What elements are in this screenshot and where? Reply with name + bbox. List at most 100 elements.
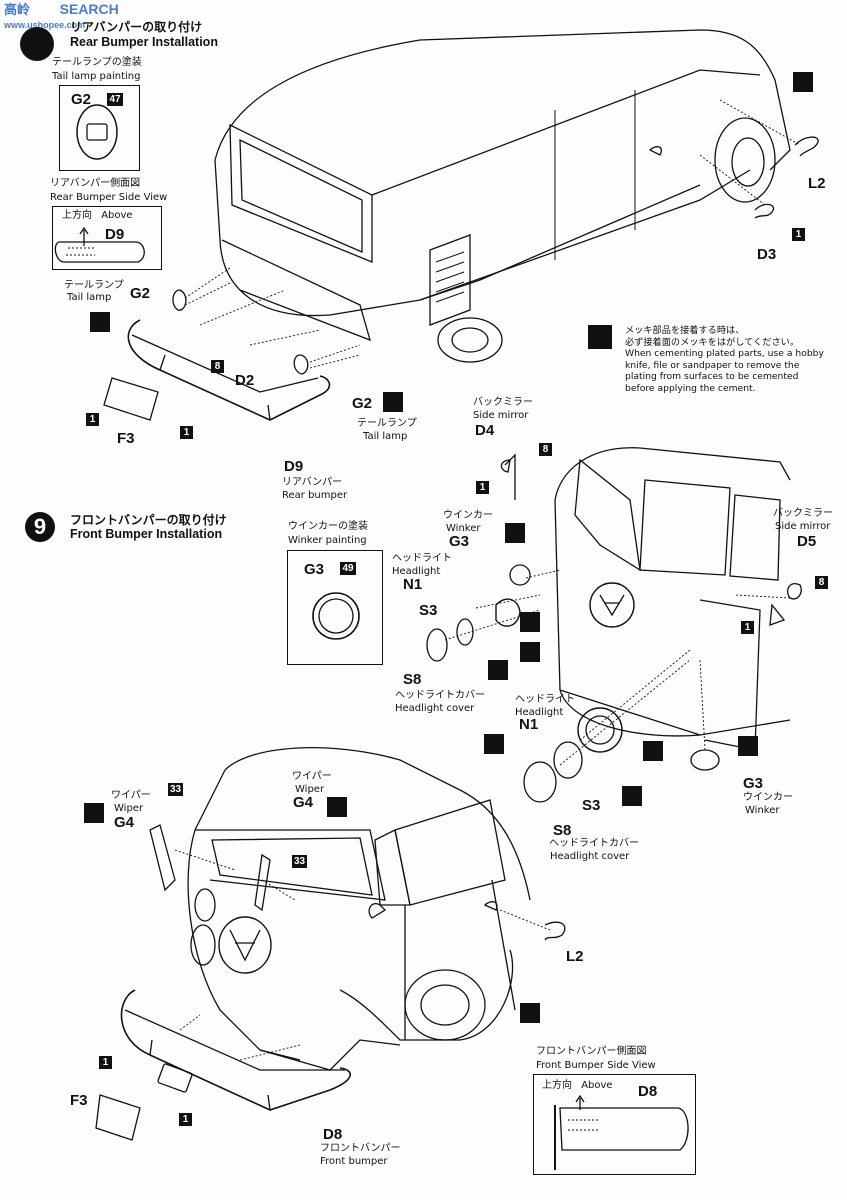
- badge-1-d4: 1: [476, 481, 489, 494]
- watermark-logo-text: 高岭: [4, 2, 31, 17]
- cement-icon-2: [383, 392, 403, 412]
- tail-paint-color-badge: 47: [107, 93, 123, 106]
- tail-paint-part: G2: [71, 91, 92, 108]
- tail-paint-label-en: Tail lamp painting: [52, 71, 141, 82]
- winker-label-en: Winker: [446, 523, 481, 534]
- badge-1-bumper-front: 1: [179, 1113, 192, 1126]
- front-side-part: D8: [638, 1083, 658, 1100]
- badge-8-d4: 8: [539, 443, 552, 456]
- note-en-4: before applying the cement.: [625, 382, 756, 394]
- winker2-label-jp: ウインカー: [743, 792, 793, 803]
- cement-icon-note: [588, 325, 612, 349]
- part-d2: D2: [235, 372, 255, 389]
- rear-side-view-en: Rear Bumper Side View: [50, 192, 168, 203]
- tail-lamp-label2-en: Tail lamp: [363, 431, 408, 442]
- part-f3-front: F3: [70, 1092, 88, 1109]
- tail-lamp-label-jp: テールランプ: [64, 280, 124, 291]
- part-g4-right: G4: [293, 794, 314, 811]
- note-jp-1: メッキ部品を接着する時は、: [625, 325, 745, 336]
- badge-1-d5: 1: [741, 621, 754, 634]
- winker-paint-part: G3: [304, 561, 325, 578]
- winker-paint-box: [287, 550, 383, 665]
- headlight2-label-en: Headlight: [515, 707, 564, 718]
- badge-1-f3-front: 1: [99, 1056, 112, 1069]
- tail-paint-label-jp: テールランプの塗装: [52, 57, 142, 68]
- part-g4-left: G4: [114, 814, 135, 831]
- note-en-2: knife, file or sandpaper to remove the: [625, 359, 800, 371]
- cement-icon-11: [622, 786, 642, 806]
- badge-8-d2: 8: [211, 360, 224, 373]
- headlight-label-en: Headlight: [392, 566, 441, 577]
- cement-icon-10: [738, 736, 758, 756]
- front-side-view-en: Front Bumper Side View: [536, 1060, 656, 1071]
- headlight2-label-jp: ヘッドライト: [515, 694, 575, 705]
- front-side-above-jp-text: 上方向: [542, 1080, 572, 1091]
- tail-paint-box: [59, 85, 140, 171]
- winker-paint-jp: ウインカーの塗装: [288, 521, 368, 532]
- hl-cover2-label-en: Headlight cover: [550, 851, 630, 862]
- watermark: 高岭 SEARCH www.ushopee.com: [4, 2, 119, 32]
- wiper-label-en: Wiper: [114, 803, 144, 814]
- headlight-label-jp: ヘッドライト: [392, 553, 452, 564]
- note-jp-2: 必ず接着面のメッキをはがしてください。: [625, 336, 800, 348]
- part-g3-upper: G3: [449, 533, 470, 550]
- tail-lamp-label2-jp: テールランプ: [357, 418, 417, 429]
- wiper2-label-jp: ワイパー: [292, 771, 332, 782]
- badge-1-d3: 1: [792, 228, 805, 241]
- part-d5: D5: [797, 533, 817, 550]
- front-bumper-label-en: Front bumper: [320, 1156, 388, 1167]
- cement-icon-13: [327, 797, 347, 817]
- cement-icon-6: [520, 642, 540, 662]
- note-en-1: When cementing plated parts, use a hobby: [625, 348, 824, 359]
- step-9-circle: 9: [25, 512, 55, 542]
- cement-icon-12: [84, 803, 104, 823]
- part-l2-front: L2: [566, 948, 584, 965]
- part-g2-left: G2: [130, 285, 151, 302]
- hl-cover-label-en: Headlight cover: [395, 703, 475, 714]
- front-side-view-box: [533, 1074, 696, 1175]
- rear-side-above-en-text: Above: [101, 210, 133, 221]
- part-s8-lower: S8: [553, 822, 572, 839]
- rear-side-above-jp: 上方向 Above: [62, 210, 133, 222]
- part-s3-upper: S3: [419, 602, 438, 619]
- part-n1-upper: N1: [403, 576, 423, 593]
- rear-bumper-label-jp: リアバンパー: [282, 477, 343, 488]
- winker2-label-en: Winker: [745, 805, 780, 816]
- badge-1-bumper: 1: [180, 426, 193, 439]
- cement-icon-7: [488, 660, 508, 680]
- part-g2-right: G2: [352, 395, 373, 412]
- tail-lamp-label-en: Tail lamp: [67, 292, 112, 303]
- part-f3-rear: F3: [117, 430, 135, 447]
- step-8-title-jp: リアバンパーの取り付け: [70, 20, 203, 34]
- part-n1-lower: N1: [519, 716, 539, 733]
- watermark-search: SEARCH: [59, 1, 119, 17]
- part-l2-rear: L2: [808, 175, 826, 192]
- wiper-label-jp: ワイパー: [111, 790, 151, 801]
- back-mirror-jp: バックミラー: [473, 397, 533, 408]
- hl-cover-label-jp: ヘッドライトカバー: [395, 690, 485, 701]
- badge-33-left: 33: [168, 783, 183, 796]
- part-d9: D9: [284, 458, 304, 475]
- step-8-title-en: Rear Bumper Installation: [70, 35, 218, 49]
- cement-icon-4: [505, 523, 525, 543]
- back-mirror-en: Side mirror: [473, 410, 529, 421]
- watermark-url: www.ushopee.com: [4, 20, 86, 30]
- wiper2-label-en: Wiper: [295, 784, 325, 795]
- rear-side-view-box: [52, 206, 162, 270]
- badge-33-right: 33: [292, 855, 307, 868]
- winker-paint-color-badge: 49: [340, 562, 356, 575]
- part-d3: D3: [757, 246, 777, 263]
- cement-icon-8: [484, 734, 504, 754]
- rear-side-above-jp-text: 上方向: [62, 210, 92, 221]
- front-side-above: 上方向 Above: [542, 1080, 613, 1092]
- note-en-3: plating from surfaces to be cemented: [625, 371, 799, 382]
- badge-8-d5: 8: [815, 576, 828, 589]
- cement-icon-5: [520, 612, 540, 632]
- step-8-circle: [20, 27, 54, 61]
- front-bumper-label-jp: フロントバンパー: [320, 1143, 401, 1154]
- part-d4: D4: [475, 422, 495, 439]
- back-mirror2-jp: バックミラー: [773, 508, 833, 519]
- part-g3-lower: G3: [743, 775, 764, 792]
- badge-1-f3: 1: [86, 413, 99, 426]
- cement-icon-14: [520, 1003, 540, 1023]
